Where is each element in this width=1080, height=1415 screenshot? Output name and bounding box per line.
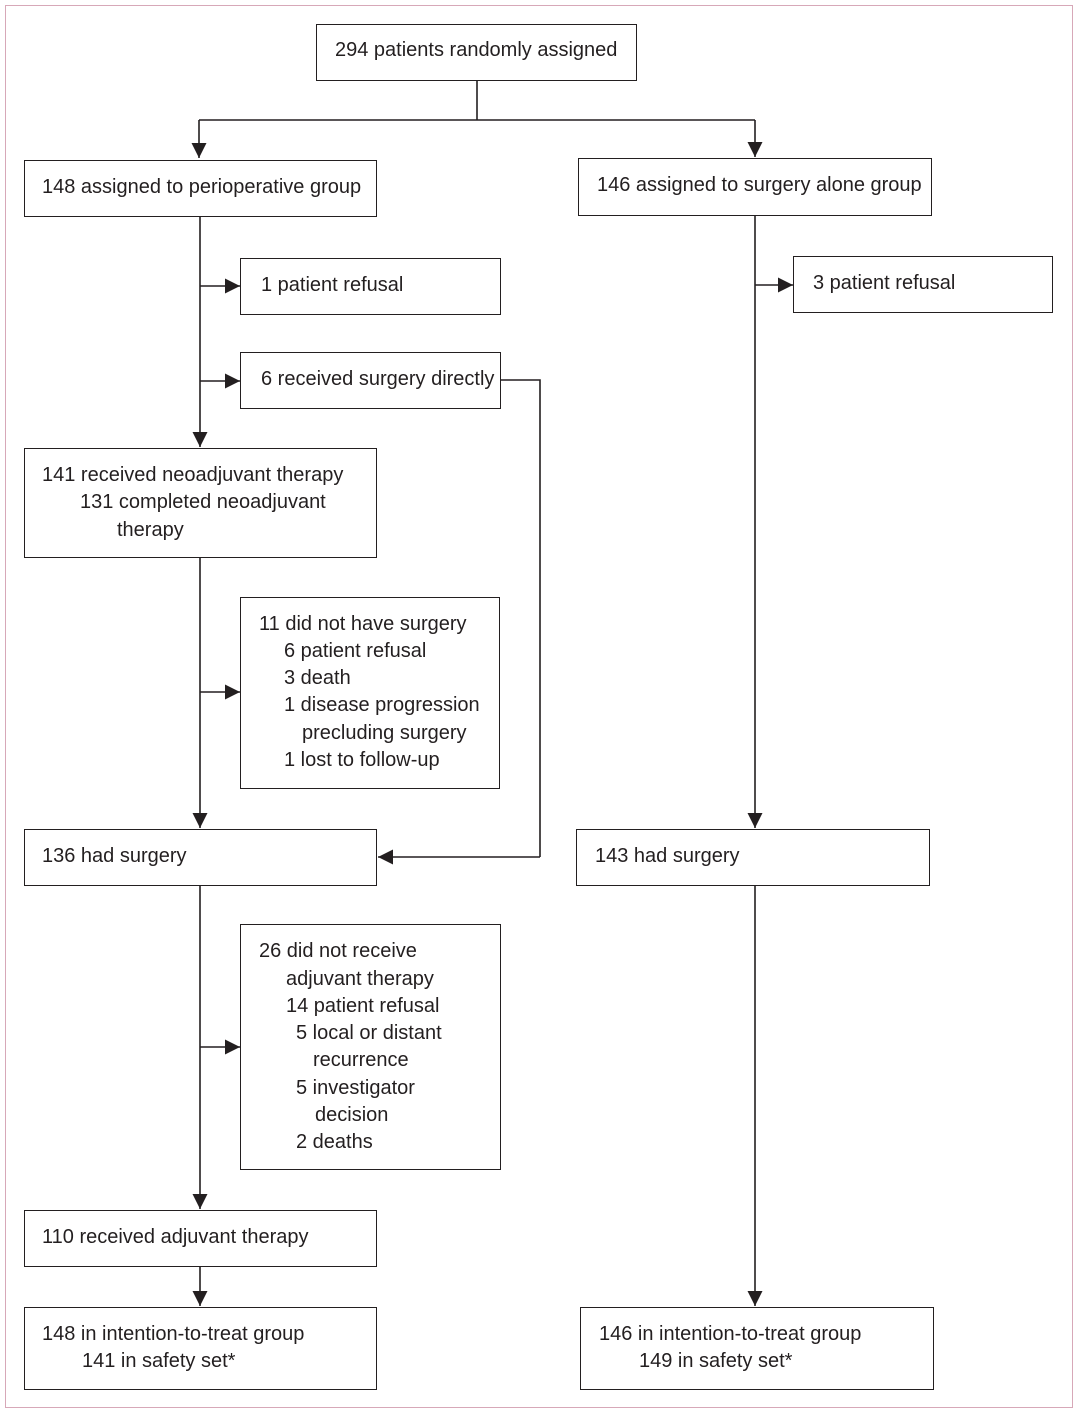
no-surgery-line-2: 6 patient refusal xyxy=(284,640,427,662)
left-had-surgery-box: 136 had surgery xyxy=(24,829,377,886)
right-refusal-box: 3 patient refusal xyxy=(793,256,1053,313)
no-surgery-line-3: 3 death xyxy=(284,667,351,689)
no-adjuvant-line-2: adjuvant therapy xyxy=(286,968,434,990)
perioperative-group-box: 148 assigned to perioperative group xyxy=(24,160,377,217)
neoadjuvant-box: 141 received neoadjuvant therapy 131 com… xyxy=(24,448,377,558)
left-refusal-text: 1 patient refusal xyxy=(261,274,404,296)
right-refusal-text: 3 patient refusal xyxy=(813,272,956,294)
direct-surgery-text: 6 received surgery directly xyxy=(261,368,495,390)
no-adjuvant-line-4: 5 local or distant xyxy=(296,1022,442,1044)
neoadjuvant-line-3: therapy xyxy=(117,519,184,541)
direct-surgery-box: 6 received surgery directly xyxy=(240,352,501,409)
figure-frame xyxy=(5,5,1073,1408)
left-had-surgery-text: 136 had surgery xyxy=(42,845,187,867)
left-final-line-2: 141 in safety set* xyxy=(82,1350,236,1372)
right-had-surgery-box: 143 had surgery xyxy=(576,829,930,886)
left-final-line-1: 148 in intention-to-treat group xyxy=(42,1323,305,1345)
no-adjuvant-box: 26 did not receive adjuvant therapy 14 p… xyxy=(240,924,501,1170)
neoadjuvant-line-2: 131 completed neoadjuvant xyxy=(80,491,326,513)
perioperative-group-text: 148 assigned to perioperative group xyxy=(42,176,362,198)
no-surgery-box: 11 did not have surgery 6 patient refusa… xyxy=(240,597,500,789)
randomized-text: 294 patients randomly assigned xyxy=(335,39,618,61)
surgery-alone-group-text: 146 assigned to surgery alone group xyxy=(597,174,922,196)
right-final-line-2: 149 in safety set* xyxy=(639,1350,793,1372)
left-final-box: 148 in intention-to-treat group 141 in s… xyxy=(24,1307,377,1390)
right-had-surgery-text: 143 had surgery xyxy=(595,845,740,867)
adjuvant-text: 110 received adjuvant therapy xyxy=(42,1226,309,1248)
no-adjuvant-line-6: 5 investigator xyxy=(296,1077,415,1099)
surgery-alone-group-box: 146 assigned to surgery alone group xyxy=(578,158,932,216)
no-adjuvant-line-5: recurrence xyxy=(313,1049,409,1071)
neoadjuvant-line-1: 141 received neoadjuvant therapy xyxy=(42,464,344,486)
no-adjuvant-line-3: 14 patient refusal xyxy=(286,995,440,1017)
no-adjuvant-line-8: 2 deaths xyxy=(296,1131,373,1153)
randomized-box: 294 patients randomly assigned xyxy=(316,24,637,81)
no-surgery-line-1: 11 did not have surgery xyxy=(259,613,467,635)
no-adjuvant-line-1: 26 did not receive xyxy=(259,940,417,962)
no-surgery-line-5: precluding surgery xyxy=(302,722,467,744)
right-final-box: 146 in intention-to-treat group 149 in s… xyxy=(580,1307,934,1390)
adjuvant-box: 110 received adjuvant therapy xyxy=(24,1210,377,1267)
no-surgery-line-6: 1 lost to follow-up xyxy=(284,749,440,771)
no-adjuvant-line-7: decision xyxy=(315,1104,389,1126)
right-final-line-1: 146 in intention-to-treat group xyxy=(599,1323,862,1345)
no-surgery-line-4: 1 disease progression xyxy=(284,694,480,716)
left-refusal-box: 1 patient refusal xyxy=(240,258,501,315)
